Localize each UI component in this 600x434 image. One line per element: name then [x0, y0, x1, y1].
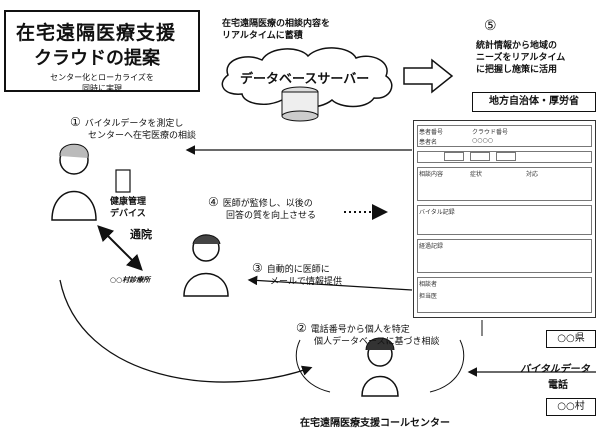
title-line1: 在宅遠隔医療支援	[16, 22, 177, 44]
village-box: ○○村	[546, 398, 596, 416]
form-row3b: 症状	[470, 171, 483, 178]
doctor-illustration	[183, 234, 229, 297]
form-row1b: クラウド番号	[472, 129, 509, 136]
title-line2: クラウドの提案	[34, 48, 160, 69]
hollow-arrow	[403, 58, 454, 94]
patient-record-form: 患者番号 クラウド番号 患者名 ○○○○ 相談内容 症状 対応 バイタル記録 経…	[413, 120, 596, 318]
form-row4: バイタル記録	[419, 209, 455, 216]
clinic-label: ○○村診療所	[110, 276, 151, 284]
title-box: 在宅遠隔医療支援 クラウドの提案 センター化とローカライズを 同時に実現	[4, 10, 200, 93]
vital-label: バイタルデータ	[520, 364, 590, 375]
step2-number: ②	[296, 321, 307, 335]
form-row6b: 担当医	[419, 293, 438, 300]
database-caption: 在宅遠隔医療の相談内容を リアルタイムに蓄積	[222, 19, 331, 41]
form-row2b: ○○○○	[472, 137, 493, 144]
operator-illustration	[361, 337, 399, 397]
title-subtitle: センター化とローカライズを 同時に実現	[50, 73, 154, 93]
form-row3c: 対応	[526, 171, 539, 178]
form-row5: 経過記録	[419, 243, 444, 250]
callcenter-label: 在宅遠隔医療支援コールセンター	[300, 418, 450, 429]
step5-text: 統計情報から地域の ニーズをリアルタイム に把握し施策に活用	[476, 41, 566, 75]
device-label: 健康管理 デバイス	[110, 197, 147, 219]
patient-illustration	[51, 143, 131, 221]
phone-label: 電話	[548, 380, 568, 391]
form-row3a: 相談内容	[419, 171, 444, 178]
step4-number: ④	[208, 195, 219, 209]
visit-label: 通院	[130, 228, 152, 241]
database-label: データベースサーバー	[240, 72, 370, 87]
step5-number: ⑤	[484, 18, 497, 34]
step5-box: 地方自治体・厚労省	[472, 92, 596, 112]
cloud-shape	[221, 47, 393, 109]
form-row2a: 患者名	[419, 139, 438, 146]
form-row6a: 相談者	[419, 281, 438, 288]
step1-number: ①	[70, 115, 81, 129]
county-box: ○○県	[546, 330, 596, 348]
database-cylinder	[281, 86, 319, 122]
step3-number: ③	[252, 261, 263, 275]
form-row1a: 患者番号	[419, 129, 444, 136]
